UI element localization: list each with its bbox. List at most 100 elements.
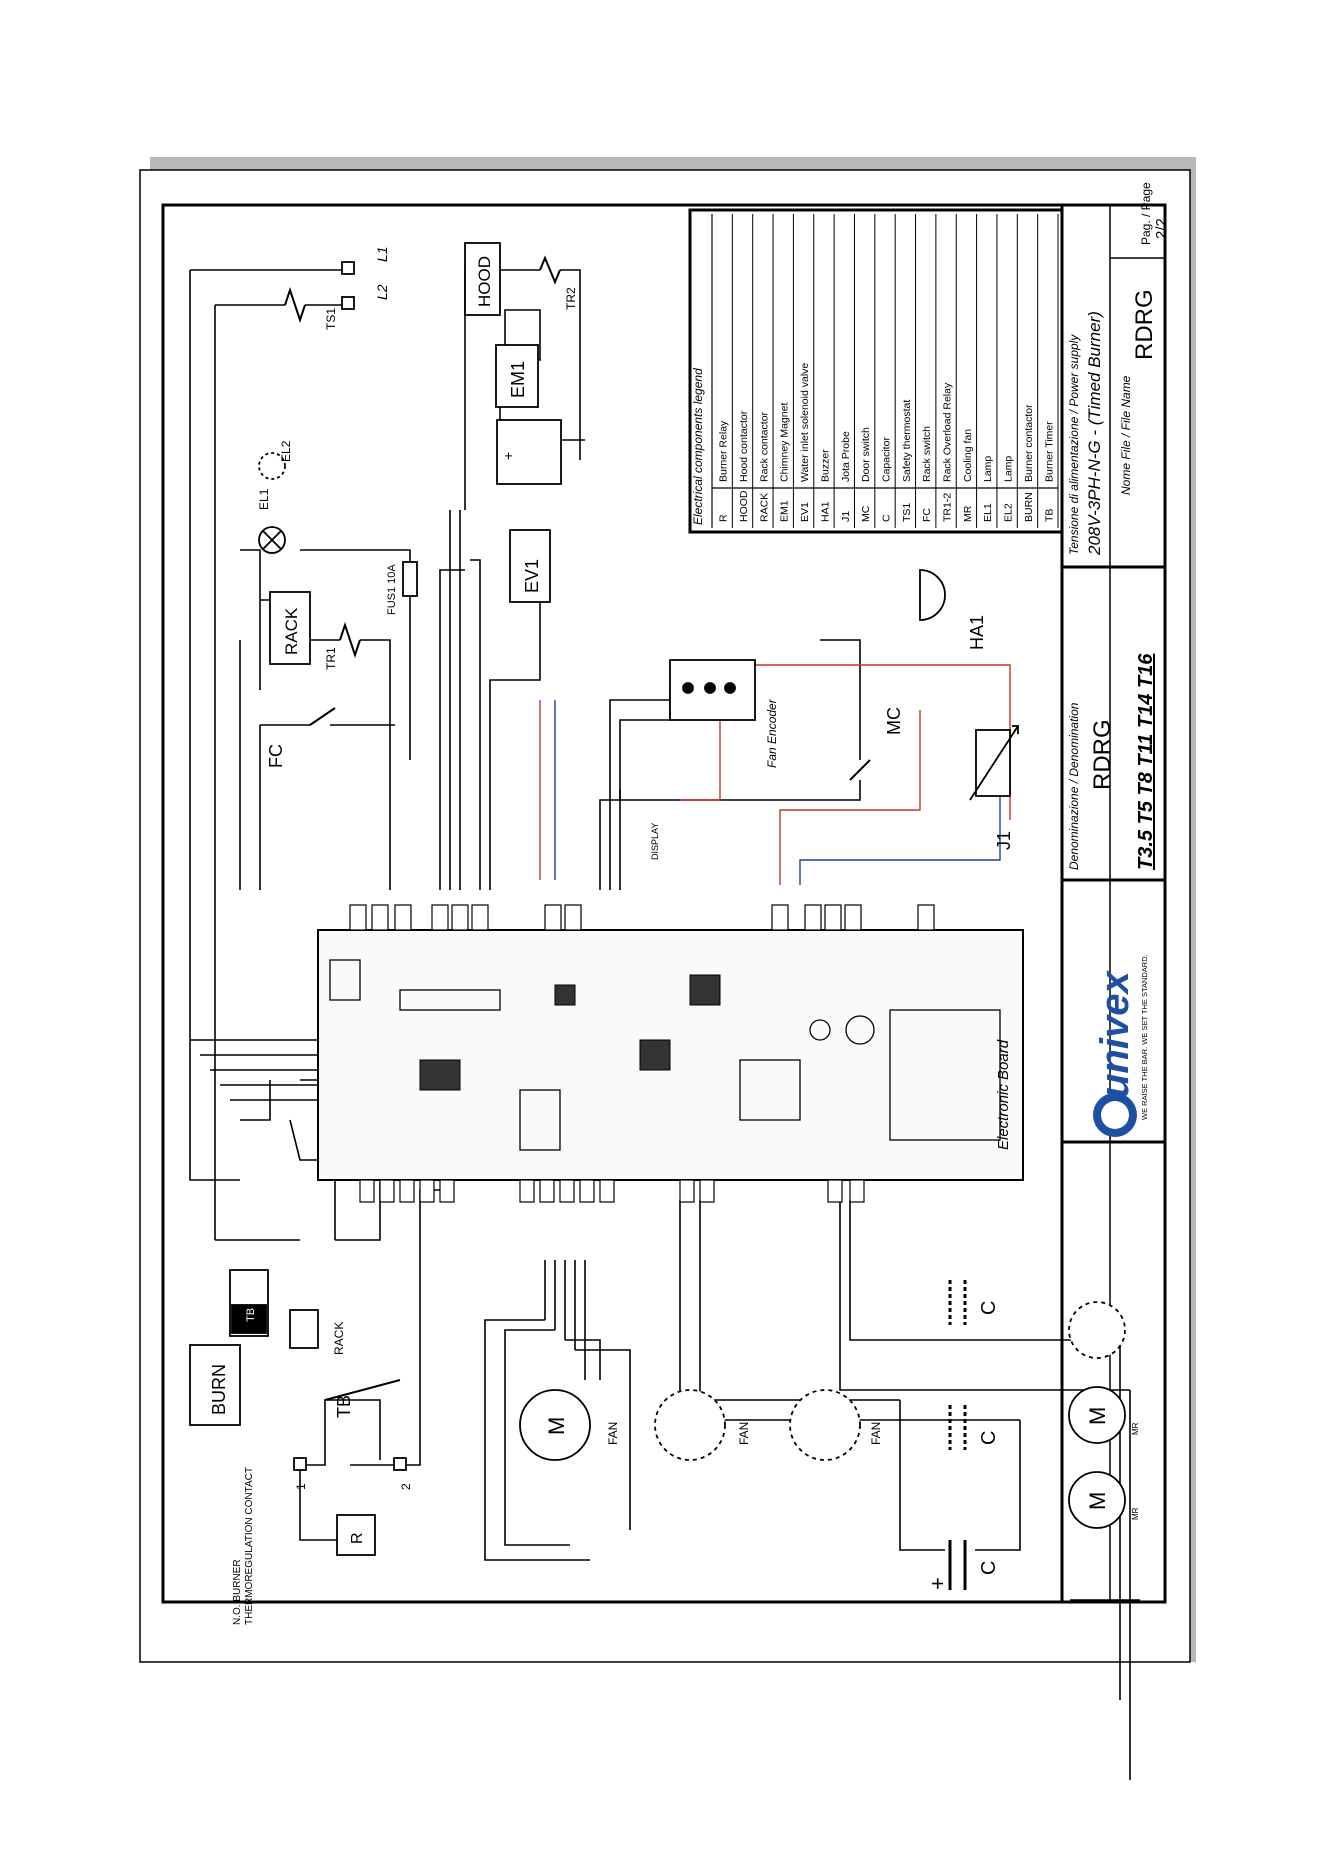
models: T3.5 T5 T8 T11 T14 T16 [1135, 653, 1157, 870]
label-rack: RACK [282, 607, 301, 655]
ev1-valve [509, 529, 551, 603]
components-legend: Electrical components legend R Burner Rel… [688, 208, 1064, 534]
legend-desc: Jota Probe [840, 431, 852, 482]
j1-probe [975, 729, 1011, 797]
label-display: DISPLAY [650, 823, 660, 860]
contact-1-terminal [293, 1457, 307, 1471]
label-r: R [349, 1532, 366, 1544]
legend-desc: Burner Relay [718, 420, 730, 482]
label-fc: FC [266, 744, 286, 768]
denom-value: RDRG [1089, 719, 1116, 790]
label-thermo-2: THERMOREGULATION CONTACT [244, 1467, 255, 1625]
legend-code: R [718, 514, 730, 522]
legend-code: MR [962, 505, 974, 522]
legend-desc: Rack Overload Relay [942, 382, 954, 482]
legend-code: MC [860, 505, 872, 522]
label-ev1: EV1 [522, 559, 542, 593]
fan-motor-3 [789, 1389, 861, 1461]
capacitor-2 [948, 1405, 967, 1450]
mr-motor-3 [1068, 1301, 1126, 1359]
label-ha1: HA1 [967, 615, 987, 650]
label-tr2: TR2 [564, 287, 578, 310]
legend-desc: Cooling fan [962, 429, 974, 482]
label-el1: EL1 [257, 488, 271, 510]
brand-slogan: WE RAISE THE BAR. WE SET THE STANDARD. [1140, 954, 1149, 1120]
label-mr-2: MR [1131, 1422, 1140, 1435]
legend-desc: Burner contactor [1023, 404, 1035, 482]
label-mr-m-2: M [1085, 1407, 1110, 1425]
denom-label: Denominazione / Denomination [1067, 702, 1081, 870]
legend-code: C [880, 514, 892, 522]
label-contact-2: 2 [399, 1483, 413, 1490]
rectifier [496, 419, 562, 485]
legend-code: EV1 [799, 502, 811, 522]
legend-desc: Capacitor [880, 437, 892, 482]
label-mr-1: MR [1131, 1507, 1140, 1520]
legend-code: TR1-2 [942, 493, 954, 522]
legend-desc: Door switch [860, 427, 872, 482]
label-tb-box: TB [245, 1308, 257, 1322]
legend-desc: Chimney Magnet [779, 403, 791, 482]
label-fan-1: FAN [606, 1422, 620, 1445]
label-hood: HOOD [475, 256, 494, 307]
em1-magnet [495, 344, 539, 408]
terminal-l1 [341, 261, 355, 275]
legend-desc: Buzzer [819, 449, 831, 482]
capacitor-1 [948, 1540, 967, 1590]
label-tr1: TR1 [324, 647, 338, 670]
label-fan-2: FAN [737, 1422, 751, 1445]
board-label: Electronic Board [995, 1039, 1012, 1150]
legend-code: TB [1043, 509, 1055, 522]
fan-motor-1 [519, 1389, 591, 1461]
legend-title: Electrical components legend [691, 368, 705, 525]
brand-name: univex [1093, 970, 1137, 1098]
label-fan-motor-m: M [544, 1417, 569, 1435]
file-value: RDRG [1131, 289, 1158, 360]
rack-coil [289, 1309, 319, 1349]
ha1-buzzer [919, 569, 946, 621]
wiring [189, 255, 1140, 1780]
label-fan-encoder: Fan Encoder [765, 698, 779, 768]
legend-code: HA1 [819, 501, 831, 522]
legend-code: HOOD [738, 490, 750, 522]
legend-desc: Water inlet solenoid valve [799, 363, 811, 482]
el2-lamp [258, 452, 286, 480]
legend-code: RACK [758, 493, 770, 522]
label-contact-1: 1 [294, 1483, 308, 1490]
power-label: Tensione di alimentazione / Power supply [1067, 334, 1081, 555]
legend-code: EL2 [1003, 503, 1015, 522]
label-mc: MC [884, 707, 904, 735]
legend-desc: Lamp [1003, 456, 1015, 482]
legend-code: FC [921, 508, 933, 522]
page-value: 2/2 [1153, 218, 1170, 239]
legend-desc: Rack switch [921, 426, 933, 482]
fuse [402, 561, 418, 597]
mr-motor-1 [1068, 1471, 1126, 1529]
label-rack-coil: RACK [332, 1322, 346, 1355]
page-label: Pag. / Page [1139, 182, 1153, 245]
legend-desc: Rack contactor [758, 411, 770, 482]
label-j1: J1 [994, 831, 1014, 850]
label-burn: BURN [209, 1364, 229, 1415]
legend-desc: Lamp [982, 456, 994, 482]
terminal-l2 [341, 296, 355, 310]
label-el2: EL2 [279, 440, 293, 462]
univex-logo: univex WE RAISE THE BAR. WE SET THE STAN… [1093, 954, 1149, 1137]
label-fus1: FUS1 10A [386, 564, 398, 615]
r-relay [336, 1514, 376, 1556]
burn-contactor [189, 1344, 241, 1426]
label-cap-1: C [978, 1561, 1000, 1575]
label-l1: L1 [374, 246, 390, 262]
legend-code: EM1 [779, 500, 791, 522]
fan-motor-2 [654, 1389, 726, 1461]
mr-motor-2 [1068, 1386, 1126, 1444]
label-l2: L2 [374, 284, 390, 300]
label-mr-m-1: M [1085, 1492, 1110, 1510]
rack-contactor [269, 591, 311, 665]
label-cap-2: C [978, 1431, 1000, 1445]
label-ts1: TS1 [324, 308, 338, 330]
file-label: Nome File / File Name [1119, 375, 1133, 495]
label-cap-3: C [978, 1301, 1000, 1315]
label-thermo-1: N.O. BURNER [232, 1559, 243, 1625]
label-fan-3: FAN [869, 1422, 883, 1445]
